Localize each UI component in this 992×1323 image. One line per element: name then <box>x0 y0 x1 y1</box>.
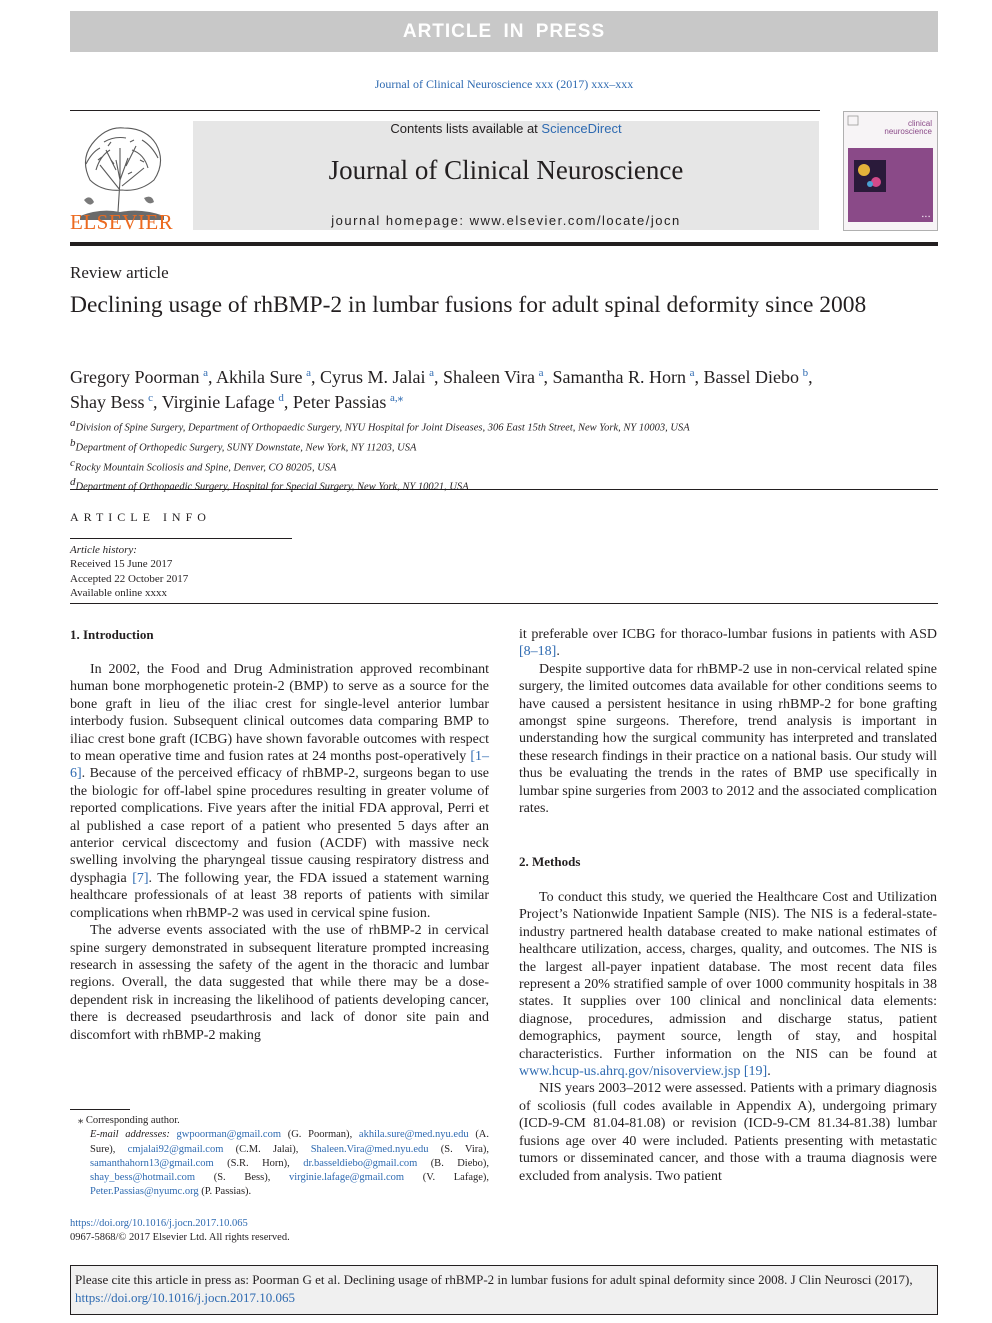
banner-text: ARTICLE IN PRESS <box>402 20 606 42</box>
author-list: Gregory Poorman a, Akhila Sure a, Cyrus … <box>70 363 938 413</box>
affiliation: cRocky Mountain Scoliosis and Spine, Den… <box>70 456 337 474</box>
article-info-heading: ARTICLE INFO <box>70 510 211 524</box>
email-link[interactable]: akhila.sure@med.nyu.edu <box>358 1129 469 1141</box>
affiliation: bDepartment of Orthopedic Surgery, SUNY … <box>70 436 417 454</box>
email-link[interactable]: dr.basseldiebo@gmail.com <box>303 1157 418 1169</box>
journal-cover-thumbnail[interactable]: clinical neuroscience ▪ ▪ ▪ <box>843 111 938 231</box>
email-block: E-mail addresses: gwpoorman@gmail.com (G… <box>90 1129 490 1198</box>
citation-link[interactable]: [8–18] <box>519 644 557 660</box>
corresponding-label: ⁎ Corresponding author. <box>78 1115 180 1126</box>
citation-box <box>70 1265 938 1315</box>
citation-doi-link[interactable]: https://doi.org/10.1016/j.jocn.2017.10.0… <box>75 1290 296 1305</box>
affiliation: dDepartment of Orthopaedic Surgery, Hosp… <box>70 476 469 493</box>
introduction-heading: 1. Introduction <box>70 627 154 642</box>
sciencedirect-link[interactable]: ScienceDirect <box>541 121 622 136</box>
author[interactable]: Samantha R. Horn a, <box>552 367 704 387</box>
author[interactable]: Cyrus M. Jalai a, <box>319 367 443 387</box>
elsevier-wordmark: ELSEVIER <box>70 210 174 234</box>
intro-paragraph-2: The adverse events associated with the u… <box>70 923 489 1043</box>
cover-brand-2: neuroscience <box>884 127 932 136</box>
journal-reference-link[interactable]: Journal of Clinical Neuroscience xxx (20… <box>374 77 634 91</box>
citation-text: Please cite this article in press as: Po… <box>75 1272 913 1305</box>
email-link[interactable]: Shaleen.Vira@med.nyu.edu <box>310 1143 429 1155</box>
email-link[interactable]: shay_bess@hotmail.com <box>90 1172 196 1184</box>
author[interactable]: Gregory Poorman a, <box>70 367 216 387</box>
corresponding-author-footnote: ⁎ Corresponding author. E-mail addresses… <box>70 1114 489 1200</box>
author[interactable]: Peter Passias a,⁎ <box>292 392 404 412</box>
left-column: In 2002, the Food and Drug Administratio… <box>70 661 489 1044</box>
article-info-subrule <box>70 538 292 539</box>
email-link[interactable]: Peter.Passias@nyumc.org <box>90 1186 199 1198</box>
methods-paragraph-1: To conduct this study, we queried the He… <box>519 890 937 1080</box>
affiliation: aDivision of Spine Surgery, Department o… <box>70 417 690 434</box>
doi-link[interactable]: https://doi.org/10.1016/j.jocn.2017.10.0… <box>70 1218 248 1229</box>
article-title: Declining usage of rhBMP-2 in lumbar fus… <box>70 292 867 318</box>
author[interactable]: Bassel Diebo b, <box>703 367 813 387</box>
masthead-box <box>193 121 819 230</box>
contents-prefix: Contents lists available at <box>390 121 542 136</box>
author[interactable]: Shay Bess c, <box>70 392 162 412</box>
history-label: Article history: <box>70 544 137 556</box>
methods-heading: 2. Methods <box>519 854 581 869</box>
contents-line: Contents lists available at ScienceDirec… <box>193 121 819 136</box>
homepage-prefix: journal homepage: <box>331 213 470 228</box>
intro-paragraph-1: In 2002, the Food and Drug Administratio… <box>70 662 490 921</box>
footnote-rule <box>70 1109 130 1110</box>
email-link[interactable]: gwpoorman@gmail.com <box>176 1129 281 1141</box>
received-date: Received 15 June 2017 <box>70 558 173 571</box>
author[interactable]: Virginie Lafage d, <box>161 392 293 412</box>
affiliation-list: aDivision of Spine Surgery, Department o… <box>70 416 938 495</box>
methods-paragraph-2: NIS years 2003–2012 were assessed. Patie… <box>519 1081 937 1184</box>
email-link[interactable]: cmjalai92@gmail.com <box>127 1143 224 1155</box>
doi-block: https://doi.org/10.1016/j.jocn.2017.10.0… <box>70 1217 489 1246</box>
author[interactable]: Akhila Sure a, <box>216 367 320 387</box>
citation-link[interactable]: [19] <box>743 1064 768 1080</box>
homepage-url[interactable]: www.elsevier.com/locate/jocn <box>469 213 681 228</box>
elsevier-tree-logo <box>80 127 164 220</box>
article-history: Article history: Received 15 June 2017 A… <box>70 543 188 600</box>
intro-paragraph-3: Despite supportive data for rhBMP-2 use … <box>519 661 937 817</box>
article-in-press-banner: ARTICLE IN PRESS <box>70 11 938 52</box>
intro-paragraph-2-continued: it preferable over ICBG for thoraco-lumb… <box>519 627 937 660</box>
article-type: Review article <box>70 263 169 282</box>
article-info-bottom-rule <box>70 603 938 604</box>
methods-column: To conduct this study, we queried the He… <box>519 889 937 1185</box>
online-date: Available online xxxx <box>70 586 167 599</box>
email-link[interactable]: samanthahorn13@gmail.com <box>90 1157 214 1169</box>
nis-overview-link[interactable]: www.hcup-us.ahrq.gov/nisoverview.jsp <box>519 1064 741 1080</box>
masthead-top-rule <box>70 110 820 111</box>
citation-link[interactable]: [7] <box>132 870 149 886</box>
accepted-date: Accepted 22 October 2017 <box>70 572 189 585</box>
copyright-line: 0967-5868/© 2017 Elsevier Ltd. All right… <box>70 1232 290 1244</box>
citation-link[interactable]: [1–6] <box>70 749 489 782</box>
journal-homepage: journal homepage: www.elsevier.com/locat… <box>193 213 819 228</box>
email-link[interactable]: virginie.lafage@gmail.com <box>289 1172 405 1184</box>
right-column: it preferable over ICBG for thoraco-lumb… <box>519 626 937 817</box>
email-label: E-mail addresses: <box>90 1129 170 1141</box>
cover-brand-1: clinical <box>908 119 932 128</box>
author[interactable]: Shaleen Vira a, <box>442 367 553 387</box>
masthead-bottom-rule <box>70 242 938 246</box>
journal-cover-image: clinical neuroscience ▪ ▪ ▪ <box>844 112 937 230</box>
svg-text:▪ ▪ ▪: ▪ ▪ ▪ <box>922 214 930 220</box>
article-info-top-rule <box>70 489 938 490</box>
journal-title: Journal of Clinical Neuroscience <box>328 155 684 185</box>
